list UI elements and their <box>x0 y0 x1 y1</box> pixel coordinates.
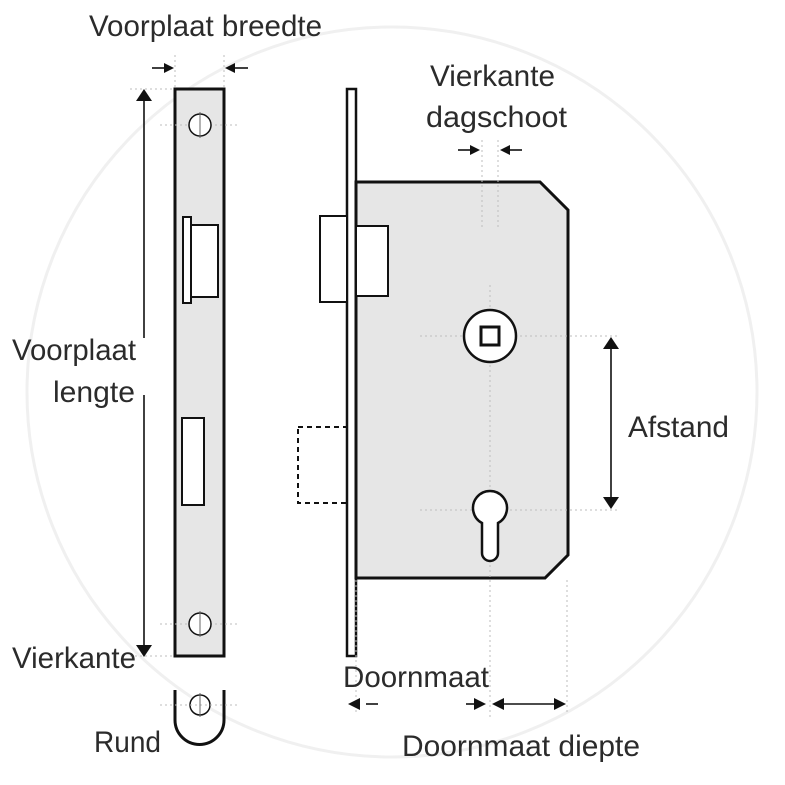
deadbolt-slot <box>181 417 205 506</box>
latch-bolt-side <box>319 215 389 303</box>
plate-length-dimension <box>130 88 175 657</box>
doornmaat-diepte-dimension <box>492 698 566 710</box>
label-doornmaat: Doornmaat <box>343 661 490 694</box>
front-plate-view <box>130 55 248 746</box>
label-voorplaat-breedte: Voorplaat breedte <box>89 10 322 43</box>
label-vierkante: Vierkante <box>12 642 136 675</box>
afstand-dimension <box>603 337 619 509</box>
spindle-hole-icon <box>420 285 620 720</box>
label-voorplaat-lengte-line1: Voorplaat <box>12 334 137 367</box>
keyhole-icon <box>420 489 620 563</box>
bottom-screw-icon <box>160 611 240 637</box>
label-rund: Rund <box>94 726 161 759</box>
label-vierkante-dagschoot-line2: dagschoot <box>426 101 568 134</box>
doornmaat-dimension <box>348 580 568 715</box>
front-plate <box>173 87 226 658</box>
lock-case <box>354 180 570 580</box>
lock-side-view <box>297 87 620 720</box>
latch-bolt-front <box>182 216 219 304</box>
watermark-circle <box>25 25 759 759</box>
label-voorplaat-lengte-line2: lengte <box>53 376 135 409</box>
plate-width-dimension <box>152 55 248 89</box>
label-vierkante-dagschoot-line1: Vierkante <box>430 60 555 93</box>
label-doornmaat-diepte: Doornmaat diepte <box>402 730 640 763</box>
latch-width-dimension <box>458 140 522 230</box>
rounded-plate-end-icon <box>160 690 240 746</box>
deadbolt-dashed <box>297 426 348 504</box>
label-afstand: Afstand <box>628 411 729 444</box>
top-screw-icon <box>160 112 240 138</box>
